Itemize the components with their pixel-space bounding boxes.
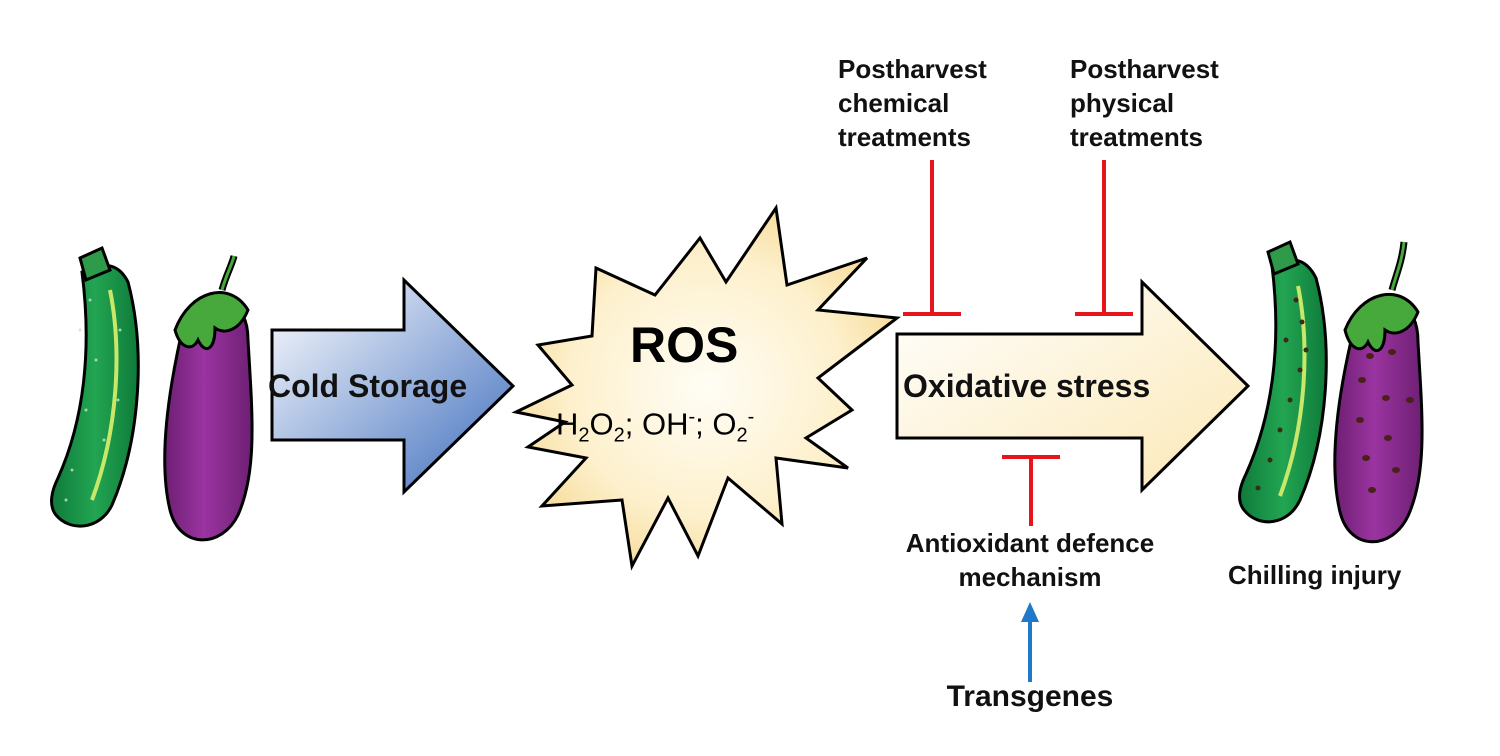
cold-storage-label: Cold Storage	[268, 368, 468, 404]
ros-species-formula: H2O2; OH-; O2-	[556, 406, 755, 447]
injured-zucchini-icon	[1238, 239, 1328, 524]
healthy-zucchini-icon	[50, 245, 140, 528]
oxidative-stress-arrow	[895, 278, 1251, 494]
physical-treatments-label: Postharvest physical treatments	[1070, 54, 1219, 152]
antioxidant-defence-label: Antioxidant defence mechanism	[905, 528, 1155, 592]
oxidative-stress-label: Oxidative stress	[903, 368, 1151, 404]
injured-eggplant-icon	[1333, 241, 1424, 544]
cold-storage-arrow	[270, 276, 516, 496]
chilling-injury-label: Chilling injury	[1228, 560, 1402, 590]
ros-burst	[511, 203, 901, 571]
ros-title: ROS	[630, 317, 739, 373]
chemical-treatments-label: Postharvest chemical treatments	[838, 54, 987, 152]
physical-inhibition-connector	[1075, 160, 1133, 316]
chemical-inhibition-connector	[903, 160, 961, 316]
transgenes-activation-arrow	[1021, 602, 1039, 682]
antioxidant-inhibition-connector	[1002, 455, 1060, 526]
healthy-eggplant-icon	[163, 255, 254, 542]
transgenes-label: Transgenes	[946, 680, 1114, 713]
